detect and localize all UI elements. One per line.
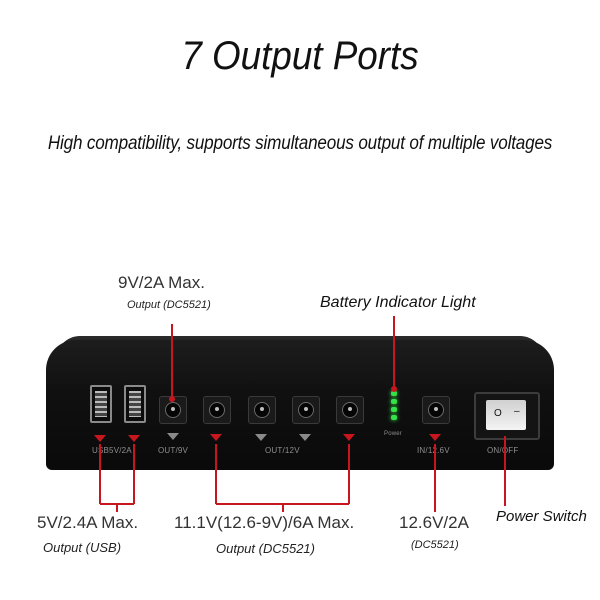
dc-port-12v-2 [248, 396, 276, 424]
power-label: Power [384, 431, 403, 437]
led-4 [391, 415, 397, 420]
callout-12v-value: 11.1V(12.6-9V)/6A Max. [174, 513, 355, 532]
out9-label: OUT/9V [158, 446, 189, 455]
led-1 [391, 391, 397, 396]
callout-9v-value: 9V/2A Max. [118, 273, 205, 292]
page-subtitle: High compatibility, supports simultaneou… [47, 133, 553, 154]
switch-off-mark: O [494, 408, 502, 419]
tri-12v-1 [210, 434, 222, 441]
dc-port-12v-1 [203, 396, 231, 424]
callout-input-value: 12.6V/2A [399, 513, 469, 532]
callout-input-note: (DC5521) [411, 539, 459, 551]
callout-12v-note: Output (DC5521) [216, 541, 315, 556]
led-3 [391, 407, 397, 412]
in-label: IN/12.6V [417, 446, 450, 455]
dc-port-input [422, 396, 450, 424]
led-2 [391, 399, 397, 404]
callout-9v-note: Output (DC5521) [127, 299, 211, 311]
tri-12v-3 [299, 434, 311, 441]
usb-port-label: USB5V/2A [92, 446, 132, 455]
dc-port-9v [159, 396, 187, 424]
tri-12v-2 [255, 434, 267, 441]
dc-port-12v-3 [292, 396, 320, 424]
callout-switch-label: Power Switch [496, 508, 587, 525]
tri-usb-2 [128, 435, 140, 442]
page-title: 7 Output Ports [181, 34, 419, 78]
callout-usb-note: Output (USB) [43, 540, 122, 555]
dc-port-12v-4 [336, 396, 364, 424]
callout-usb-value: 5V/2.4A Max. [37, 513, 139, 532]
callout-battery-label: Battery Indicator Light [320, 294, 476, 311]
usb-port-1 [90, 385, 112, 423]
tri-12v-4 [343, 434, 355, 441]
power-switch-rocker [486, 400, 526, 430]
tri-usb-1 [94, 435, 106, 442]
out12-label: OUT/12V [265, 446, 300, 455]
onoff-label: ON/OFF [487, 446, 519, 455]
tri-9v [167, 433, 179, 440]
usb-port-2 [124, 385, 146, 423]
tri-in [429, 434, 441, 441]
switch-on-mark: – [514, 406, 520, 417]
